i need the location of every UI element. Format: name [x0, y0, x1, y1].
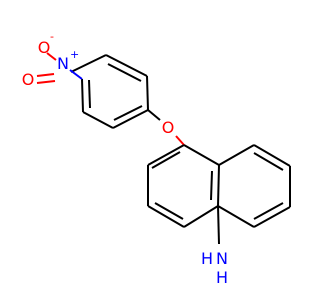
atom-o-nitro-double: O — [22, 70, 35, 89]
bond-ring1-b-inner — [107, 63, 142, 82]
bond-nap-1-inner — [151, 151, 181, 169]
atom-n-nitro: N — [57, 54, 69, 73]
bond-ring1-f-inner — [88, 79, 91, 109]
bond-nap-1 — [147, 144, 185, 166]
bond-nap-4 — [183, 205, 219, 228]
nitrophenyl-ring — [70, 54, 149, 129]
bond-nap-7 — [218, 144, 255, 166]
atom-o-nitro-minus: O — [38, 38, 51, 57]
bond-nap-8-inner — [253, 152, 284, 171]
bond-ring1-b — [105, 54, 148, 77]
bond-n-o-double-b — [36, 80, 56, 84]
atom-labels: O - N + O O N H H — [22, 30, 228, 287]
bond-nap-5-inner — [210, 170, 213, 201]
bond-c-n-nitro — [69, 69, 83, 80]
bond-ring1-e — [82, 111, 114, 129]
bond-ring1-c — [146, 75, 149, 111]
bond-nap-10 — [253, 206, 291, 228]
atom-h-amine-1: H — [201, 249, 213, 268]
atom-h-amine-2: H — [216, 268, 228, 287]
bond-ring1-d-inner — [113, 105, 143, 121]
naphthalene-ring — [147, 144, 291, 245]
ether-bridge — [147, 109, 185, 146]
bond-nap-6 — [183, 144, 220, 166]
atom-o-ether: O — [162, 118, 175, 137]
bond-c-n-amine — [217, 205, 220, 245]
bond-nap-11 — [217, 205, 255, 228]
bond-ring1-a — [70, 54, 107, 73]
bond-ring1-o — [147, 109, 161, 121]
bond-nap-8 — [253, 144, 291, 167]
bond-nap-10-inner — [253, 202, 284, 220]
bond-n-o-double-a — [36, 73, 55, 77]
bond-nap-5 — [217, 164, 220, 207]
bond-nap-3-inner — [154, 202, 184, 220]
molecule-structure-diagram: O - N + O O N H H — [22, 30, 291, 287]
nitro-group — [36, 52, 83, 84]
bond-ring1-f — [81, 78, 84, 113]
charge-plus: + — [70, 48, 79, 61]
bond-nap-3 — [147, 205, 185, 228]
bond-n-o-minus — [46, 52, 57, 61]
bond-o-ring2 — [175, 135, 185, 146]
charge-minus: - — [50, 30, 54, 43]
bond-ring1-d — [112, 109, 149, 129]
atom-n-amine: N — [216, 249, 228, 268]
